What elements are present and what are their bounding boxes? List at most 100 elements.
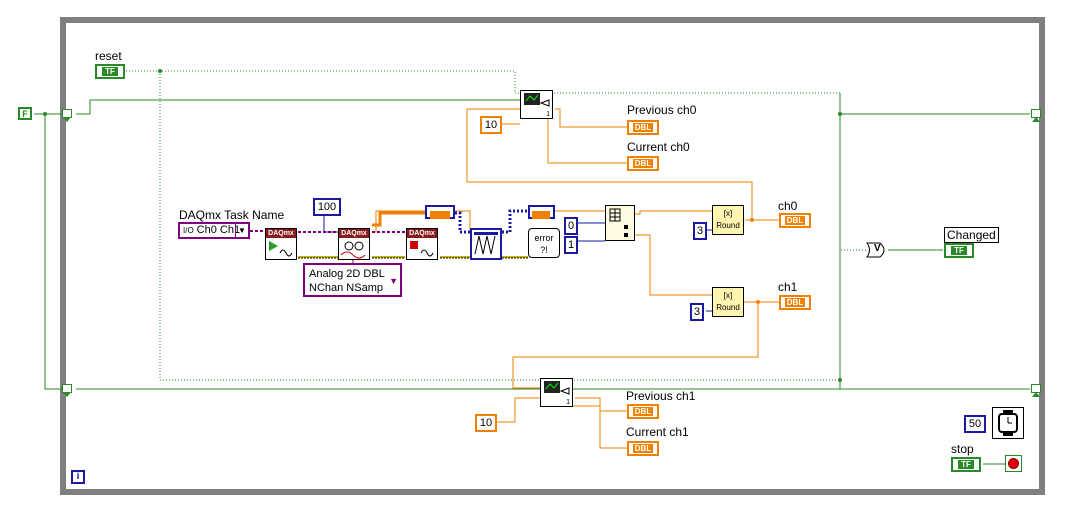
shift-register-left-top[interactable] (62, 109, 72, 122)
changed-indicator[interactable]: TF (944, 243, 974, 258)
index-array-node[interactable] (605, 205, 635, 241)
feedback-subvi-top[interactable]: 1 (520, 90, 553, 119)
current-ch0-label: Current ch0 (627, 140, 690, 154)
false-constant[interactable]: F (18, 107, 32, 120)
current-ch1-label: Current ch1 (626, 425, 689, 439)
round-ch0-node[interactable]: [x] Round (712, 205, 744, 235)
dbl-tag: DBL (632, 407, 654, 416)
triangle-up-icon (1032, 392, 1040, 397)
round-symbol: [x] (723, 209, 733, 218)
previous-ch0-indicator[interactable]: DBL (627, 120, 659, 135)
reset-terminal[interactable]: TF (95, 64, 125, 79)
daqmx-stop-task-node[interactable]: DAQmx (406, 228, 438, 260)
index-1-value: 1 (568, 239, 575, 251)
or-symbol: V (874, 243, 881, 254)
ch1-indicator[interactable]: DBL (779, 295, 811, 310)
feedback-count: 1 (546, 111, 550, 118)
changed-label: Changed (944, 227, 999, 243)
io-icon: I/O (183, 226, 194, 235)
chart-icon (474, 232, 498, 255)
feedback-init-top-constant[interactable]: 10 (480, 116, 502, 134)
build-waveform-node[interactable] (425, 205, 455, 219)
bundle-icon (532, 211, 550, 219)
current-ch1-indicator[interactable]: DBL (627, 441, 659, 456)
waveform-chart-node[interactable] (470, 228, 502, 260)
daqmx-start-task-node[interactable]: DAQmx (265, 228, 297, 260)
feedback-init-bottom-constant[interactable]: 10 (475, 414, 497, 432)
error-label: error (534, 233, 554, 243)
shift-register-left-bottom[interactable] (62, 384, 72, 397)
daqmx-read-node[interactable]: DAQmx (338, 228, 370, 260)
task-name-constant[interactable]: I/O Ch0 Ch1 ▼ (178, 222, 250, 239)
previous-ch0-label: Previous ch0 (627, 103, 697, 117)
round-symbol: [x] (723, 291, 733, 300)
round-text: Round (716, 221, 740, 230)
play-icon (269, 241, 293, 257)
dbl-tag: DBL (632, 159, 654, 168)
wait-ms-node[interactable] (992, 407, 1024, 439)
watch-icon (998, 410, 1018, 436)
feedback-init-top-value: 10 (484, 119, 498, 131)
dbl-tag: DBL (784, 216, 806, 225)
samples-per-channel-constant[interactable]: 100 (313, 198, 341, 216)
triangle-down-icon (63, 392, 71, 397)
stop-tf-tag: TF (958, 460, 974, 469)
index-0-constant[interactable]: 0 (564, 217, 578, 235)
iteration-terminal-text: i (76, 471, 80, 482)
daqmx-header: DAQmx (339, 229, 369, 238)
compare-icon (544, 381, 570, 395)
round-digits-ch1-value: 3 (694, 306, 701, 318)
dropdown-arrow-icon: ▼ (389, 276, 398, 286)
error-handler-node[interactable]: error?! (528, 228, 560, 258)
ch1-label: ch1 (778, 280, 798, 294)
error-speech-icon: error?! (534, 233, 554, 255)
loop-condition-terminal[interactable] (1005, 455, 1022, 472)
feedback-init-bottom-value: 10 (479, 417, 493, 429)
changed-tf-tag: TF (951, 246, 967, 255)
wait-ms-value: 50 (968, 418, 982, 430)
shift-register-right-bottom[interactable] (1031, 384, 1041, 397)
daqmx-header: DAQmx (407, 229, 437, 238)
reset-tf-tag: TF (102, 67, 118, 76)
iteration-terminal: i (71, 470, 85, 484)
ch0-label: ch0 (778, 199, 798, 213)
round-ch1-node[interactable]: [x] Round (712, 287, 744, 317)
ch0-indicator[interactable]: DBL (779, 213, 811, 228)
dropdown-arrow-icon: ▼ (235, 224, 248, 237)
polymorphic-selector[interactable]: Analog 2D DBL NChan NSamp ▼ (303, 263, 402, 297)
task-name-value: Ch0 Ch1 (196, 224, 241, 236)
feedback-subvi-bottom[interactable]: 1 (540, 378, 573, 407)
samples-value: 100 (317, 201, 337, 213)
daqmx-header: DAQmx (266, 229, 296, 238)
current-ch0-indicator[interactable]: DBL (627, 156, 659, 171)
round-digits-ch0-constant[interactable]: 3 (693, 222, 707, 240)
round-digits-ch1-constant[interactable]: 3 (690, 303, 704, 321)
task-name-label: DAQmx Task Name (179, 208, 285, 222)
polymorphic-selector-text: Analog 2D DBL NChan NSamp (309, 268, 385, 294)
dbl-tag: DBL (632, 123, 654, 132)
index-0-value: 0 (568, 220, 575, 232)
index-1-constant[interactable]: 1 (564, 236, 578, 254)
cluster-bundle-node[interactable] (528, 205, 555, 219)
glasses-icon (340, 241, 366, 259)
false-constant-text: F (22, 109, 28, 119)
round-text: Round (716, 303, 740, 312)
previous-ch1-indicator[interactable]: DBL (627, 404, 659, 419)
shift-register-right-top[interactable] (1031, 109, 1041, 122)
feedback-count: 1 (566, 399, 570, 406)
triangle-up-icon (1032, 117, 1040, 122)
stop-square-icon (410, 241, 434, 257)
stop-terminal[interactable]: TF (951, 457, 981, 472)
while-loop-frame[interactable] (60, 17, 1045, 495)
waveform-icon (430, 211, 450, 219)
reset-label: reset (95, 49, 122, 63)
or-gate-icon (866, 242, 885, 258)
or-node[interactable]: V (866, 242, 890, 258)
dbl-tag: DBL (632, 444, 654, 453)
compare-icon (524, 93, 550, 107)
stop-circle-icon (1008, 458, 1019, 469)
wait-ms-constant[interactable]: 50 (964, 415, 986, 433)
round-digits-ch0-value: 3 (697, 225, 704, 237)
stop-label: stop (951, 442, 974, 456)
